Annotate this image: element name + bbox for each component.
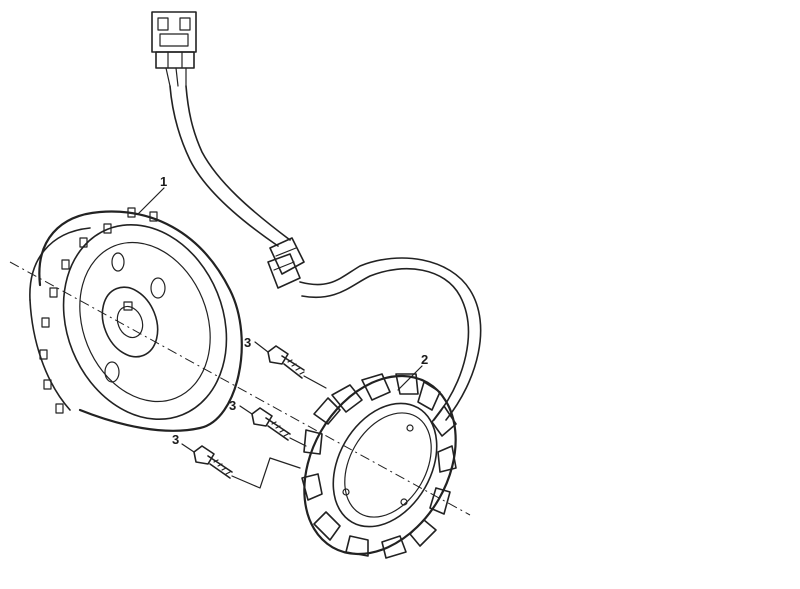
center-axis-line xyxy=(9,261,471,516)
callout-3-top: 3 xyxy=(244,335,251,350)
bolt-bottom xyxy=(193,445,233,479)
projection-line-top xyxy=(303,375,327,389)
projection-line-mid xyxy=(289,437,307,447)
flywheel xyxy=(29,207,243,432)
grommet xyxy=(267,237,305,289)
leader-line-3-bottom xyxy=(181,443,195,453)
callout-1: 1 xyxy=(160,174,167,189)
callout-3-mid: 3 xyxy=(229,398,236,413)
projection-line-bottom xyxy=(231,457,301,489)
connector xyxy=(151,11,197,87)
leader-line-3-top xyxy=(254,341,269,353)
callout-3-bottom: 3 xyxy=(172,432,179,447)
bolt-mid xyxy=(251,407,291,441)
leader-line-1 xyxy=(137,187,165,215)
wire-harness xyxy=(151,11,482,421)
leader-line-3-mid xyxy=(239,405,253,415)
leader-line-2 xyxy=(397,365,423,391)
stator xyxy=(301,373,457,559)
callout-2: 2 xyxy=(421,352,428,367)
bolt-top xyxy=(267,345,305,379)
